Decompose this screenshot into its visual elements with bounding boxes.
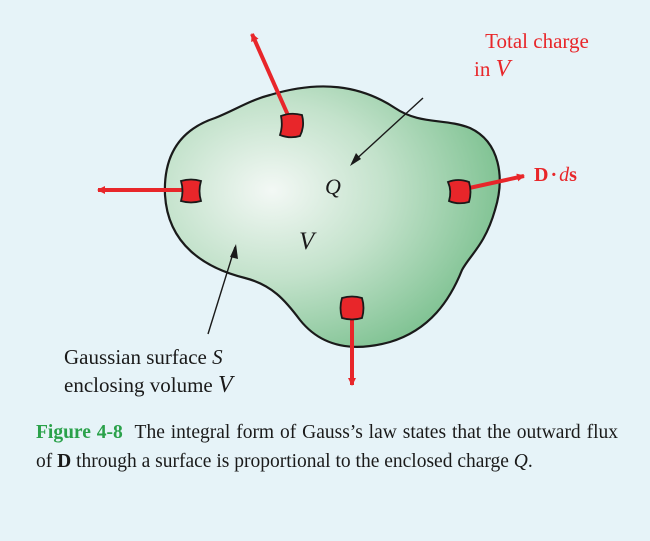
total-charge-label: Total charge [485,29,589,53]
surface-patch-bottom [341,297,364,320]
surface-patch-left [181,180,201,203]
caption-text-2: through a surface is proportional to the… [71,451,514,472]
charge-symbol: Q [325,174,341,199]
total-charge-in-label: in V [474,56,513,82]
gaussian-surface [165,86,500,346]
gaussian-surface-label: Gaussian surface S [64,345,223,369]
surface-patch-top [280,114,303,138]
caption-charge: Q [514,451,528,472]
caption-bold-D: D [57,451,71,472]
volume-symbol: V [496,56,513,82]
surface-patch-right [448,180,471,203]
flux-label: D·ds [534,164,577,186]
enclosing-volume-label: enclosing volume V [64,372,235,398]
caption-text-3: . [528,451,533,472]
figure-caption: Figure 4-8 The integral form of Gauss’s … [36,418,618,476]
figure-label: Figure 4-8 [36,422,123,443]
gauss-law-diagram: Total charge in V Q V D·ds Gaussian surf… [0,0,650,410]
